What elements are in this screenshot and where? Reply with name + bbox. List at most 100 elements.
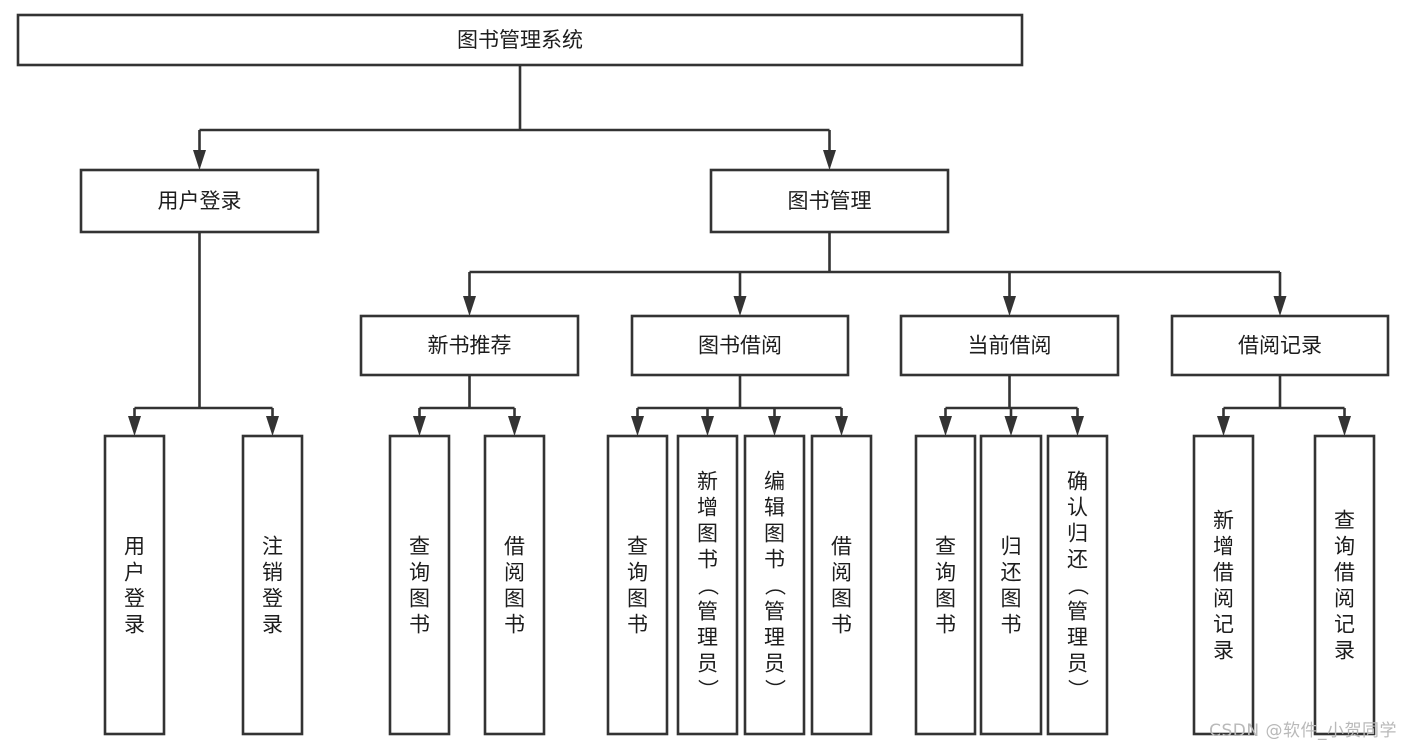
node-label-char: 辑 (764, 495, 785, 519)
arrowhead-book-manage (823, 150, 836, 170)
node-label-char: 图 (504, 586, 525, 610)
node-label-char: 书 (627, 612, 648, 636)
node-label-char: 录 (262, 612, 283, 636)
node-label-char: （ (696, 575, 720, 596)
arrowhead-leaf-query-book-3 (939, 416, 952, 436)
node-box-leaf-borrow-book-2 (810, 434, 873, 736)
arrowhead-leaf-add-record (1217, 416, 1230, 436)
arrowhead-leaf-logout-login (266, 416, 279, 436)
node-label-char: 记 (1213, 612, 1234, 636)
node-leaf-query-book-1[interactable]: 查询图书查询图书 (388, 434, 451, 736)
node-user-login[interactable]: 用户登录 (79, 168, 320, 234)
node-label-char: 录 (1334, 638, 1355, 662)
node-label-char: 理 (1067, 625, 1088, 649)
node-box-book-manage (709, 168, 950, 234)
node-label-char: 查 (1334, 508, 1355, 532)
node-label-char: 查 (627, 534, 648, 558)
arrowhead-leaf-add-book (701, 416, 714, 436)
node-label-char: ） (696, 679, 720, 700)
node-book-manage[interactable]: 图书管理 (709, 168, 950, 234)
node-leaf-user-login[interactable]: 用户登录用户登录 (103, 434, 166, 736)
node-label-char: 书 (1001, 612, 1022, 636)
node-box-leaf-borrow-book-1 (483, 434, 546, 736)
node-label-char: 借 (831, 534, 852, 558)
node-label-char: 图 (764, 521, 785, 545)
node-box-leaf-add-book (676, 434, 739, 736)
node-label-char: 新 (697, 469, 718, 493)
node-label-char: 查 (935, 534, 956, 558)
node-label-char: 理 (764, 625, 785, 649)
node-label-char: 阅 (504, 560, 525, 584)
node-leaf-query-book-2[interactable]: 查询图书查询图书 (606, 434, 669, 736)
node-label-char: 图 (697, 521, 718, 545)
node-label-char: 图 (409, 586, 430, 610)
node-box-leaf-query-record (1313, 434, 1376, 736)
node-label-char: 图 (831, 586, 852, 610)
node-borrow-record[interactable]: 借阅记录 (1170, 314, 1390, 377)
node-leaf-borrow-book-1[interactable]: 借阅图书借阅图书 (483, 434, 546, 736)
node-leaf-return-book[interactable]: 归还图书归还图书 (979, 434, 1043, 736)
node-label-char: 用 (124, 534, 145, 558)
node-label-char: 归 (1001, 534, 1022, 558)
node-layer: 图书管理系统用户登录图书管理新书推荐图书借阅当前借阅借阅记录用户登录用户登录注销… (16, 13, 1390, 736)
node-box-leaf-return-book (979, 434, 1043, 736)
node-label-char: 阅 (831, 560, 852, 584)
node-current-borrow[interactable]: 当前借阅 (899, 314, 1120, 377)
node-box-leaf-query-book-3 (914, 434, 977, 736)
node-label-char: 管 (764, 599, 785, 623)
node-label-char: 书 (697, 547, 718, 571)
node-label-char: 认 (1067, 495, 1088, 519)
node-label-char: 新 (1213, 508, 1234, 532)
arrowhead-leaf-return-book (1004, 416, 1018, 436)
node-box-leaf-query-book-2 (606, 434, 669, 736)
arrowhead-leaf-query-book-2 (631, 416, 644, 436)
node-label-book-borrow: 图书借阅 (698, 334, 782, 358)
node-label-char: 阅 (1213, 586, 1234, 610)
node-new-book-rec[interactable]: 新书推荐 (359, 314, 580, 377)
node-label-char: 管 (1067, 599, 1088, 623)
node-label-char: 还 (1001, 560, 1022, 584)
node-label-char: 登 (262, 586, 283, 610)
node-label-char: 查 (409, 534, 430, 558)
node-label-char: 员 (1067, 651, 1088, 675)
node-label-char: 询 (627, 560, 648, 584)
node-label-char: 员 (764, 651, 785, 675)
node-label-char: 录 (1213, 638, 1234, 662)
node-leaf-query-record[interactable]: 查询借阅记录查询借阅记录 (1313, 434, 1376, 736)
node-label-char: 借 (1334, 560, 1355, 584)
node-label-char: 询 (1334, 534, 1355, 558)
node-label-char: 确 (1067, 469, 1088, 493)
node-box-leaf-confirm-return (1046, 434, 1109, 736)
node-label-char: 员 (697, 651, 718, 675)
node-label-char: 书 (935, 612, 956, 636)
arrowhead-leaf-borrow-book-2 (835, 416, 848, 436)
node-label-char: 录 (124, 612, 145, 636)
node-label-char: 询 (409, 560, 430, 584)
node-label-char: 销 (262, 560, 283, 584)
node-box-borrow-record (1170, 314, 1390, 377)
node-root[interactable]: 图书管理系统 (16, 13, 1024, 67)
node-leaf-logout-login[interactable]: 注销登录注销登录 (241, 434, 304, 736)
arrowhead-leaf-borrow-book-1 (508, 416, 521, 436)
node-label-char: 图 (1001, 586, 1022, 610)
node-label-char: 理 (697, 625, 718, 649)
arrowhead-leaf-edit-book (768, 416, 781, 436)
node-label-char: 书 (831, 612, 852, 636)
node-book-borrow[interactable]: 图书借阅 (630, 314, 850, 377)
node-label-char: 编 (764, 469, 785, 493)
node-label-char: （ (763, 575, 787, 596)
node-leaf-borrow-book-2[interactable]: 借阅图书借阅图书 (810, 434, 873, 736)
node-label-char: 阅 (1334, 586, 1355, 610)
node-label-borrow-record: 借阅记录 (1238, 334, 1322, 358)
arrowhead-current-borrow (1003, 296, 1016, 316)
node-label-char: 增 (697, 495, 718, 519)
node-leaf-add-record[interactable]: 新增借阅记录新增借阅记录 (1192, 434, 1255, 736)
node-label-char: 借 (504, 534, 525, 558)
node-label-char: 管 (697, 599, 718, 623)
node-leaf-query-book-3[interactable]: 查询图书查询图书 (914, 434, 977, 736)
